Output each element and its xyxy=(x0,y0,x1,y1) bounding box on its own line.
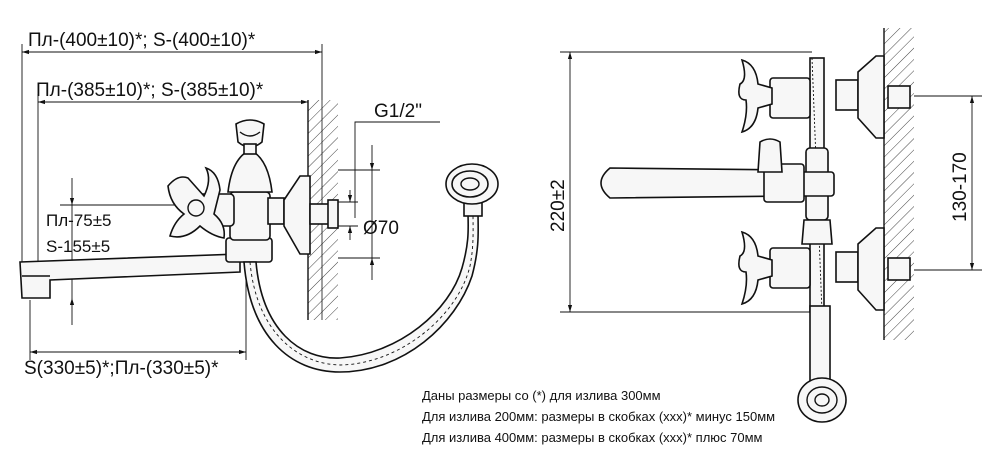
dim-label-bottom: S(330±5)*;Пл-(330±5)* xyxy=(24,358,219,379)
note-line-1: Даны размеры со (*) для излива 300мм xyxy=(422,388,661,403)
dim-overall-second xyxy=(37,94,308,262)
shower-head xyxy=(445,163,499,217)
lower-shower xyxy=(797,305,847,423)
upper-valve xyxy=(738,55,911,139)
mixer-body xyxy=(167,119,339,263)
dim-overall-top xyxy=(21,44,323,262)
dim-height-total xyxy=(560,51,812,313)
dim-label-overall-top: Пл-(400±10)*; S-(400±10)* xyxy=(28,30,256,51)
mixer-column xyxy=(799,57,835,313)
dim-label-height-pl: Пл-75±5 xyxy=(46,211,112,230)
shower-hose xyxy=(243,211,480,373)
thread-leader xyxy=(354,121,440,218)
dim-label-height-total: 220±2 xyxy=(548,179,569,232)
right-spout xyxy=(600,138,805,203)
lower-valve xyxy=(738,227,911,311)
note-line-3: Для излива 400мм: размеры в скобках (ххх… xyxy=(422,430,763,445)
dim-label-thread: G1/2" xyxy=(374,101,422,122)
spout xyxy=(19,253,241,299)
dim-label-height-s: S-155±5 xyxy=(46,237,110,256)
dim-label-diameter: Ø70 xyxy=(363,218,399,239)
dim-height-left xyxy=(60,178,175,325)
dim-center-distance xyxy=(914,95,982,271)
dim-label-center-distance: 130-170 xyxy=(950,152,971,222)
right-view xyxy=(560,28,982,423)
dim-label-overall-second: Пл-(385±10)*; S-(385±10)* xyxy=(36,80,264,101)
dim-diameter xyxy=(338,145,380,280)
left-view xyxy=(19,44,499,373)
right-wall xyxy=(883,28,914,340)
note-line-2: Для излива 200мм: размеры в скобках (ххх… xyxy=(422,409,775,424)
